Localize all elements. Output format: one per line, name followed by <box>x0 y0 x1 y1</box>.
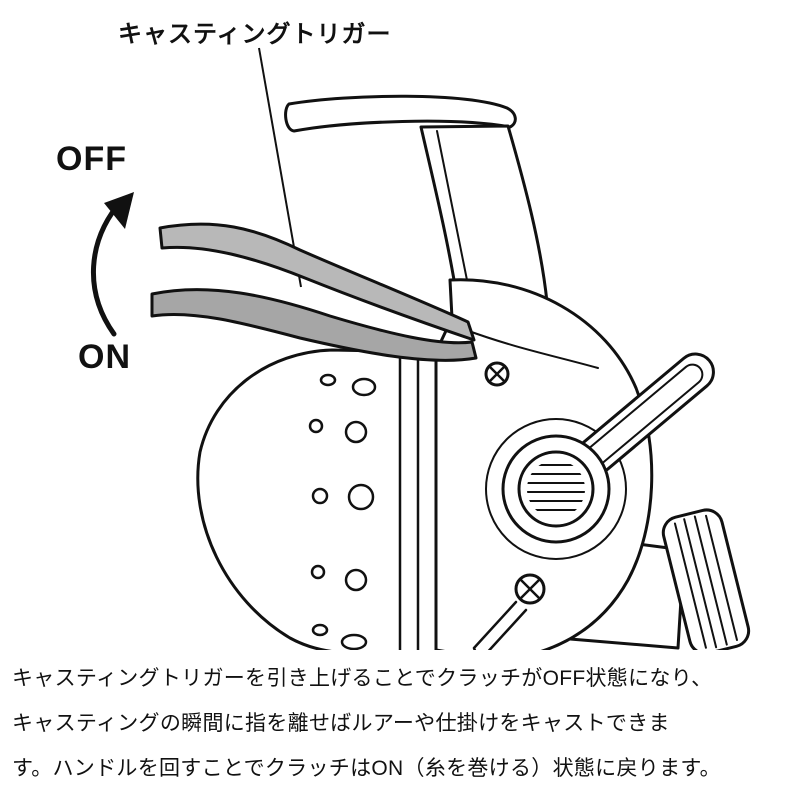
front-cover <box>196 348 438 650</box>
off-label: OFF <box>56 140 127 178</box>
drag-knob <box>556 508 751 650</box>
casting-trigger <box>150 222 478 362</box>
caption-line-1: キャスティングトリガーを引き上げることでクラッチがOFF状態になり、 <box>12 667 713 690</box>
handle-hub <box>501 434 611 544</box>
reel-illustration <box>90 47 751 650</box>
caption: キャスティングトリガーを引き上げることでクラッチがOFF状態になり、 キャスティ… <box>12 656 796 791</box>
trigger-position-on <box>150 288 478 362</box>
trigger-position-off <box>158 222 476 342</box>
direction-arrow <box>90 192 134 337</box>
caption-line-2: キャスティングの瞬間に指を離せばルアーや仕掛けをキャストできま <box>12 712 670 735</box>
on-label: ON <box>78 338 131 376</box>
trigger-label: キャスティングトリガー <box>118 21 392 48</box>
cover-holes <box>308 373 377 650</box>
caption-line-3: す。ハンドルを回すことでクラッチはON（糸を巻ける）状態に戻ります。 <box>12 757 721 780</box>
screw-icon <box>484 361 510 387</box>
handle-assembly <box>485 352 715 560</box>
clutch-lever <box>472 573 546 650</box>
